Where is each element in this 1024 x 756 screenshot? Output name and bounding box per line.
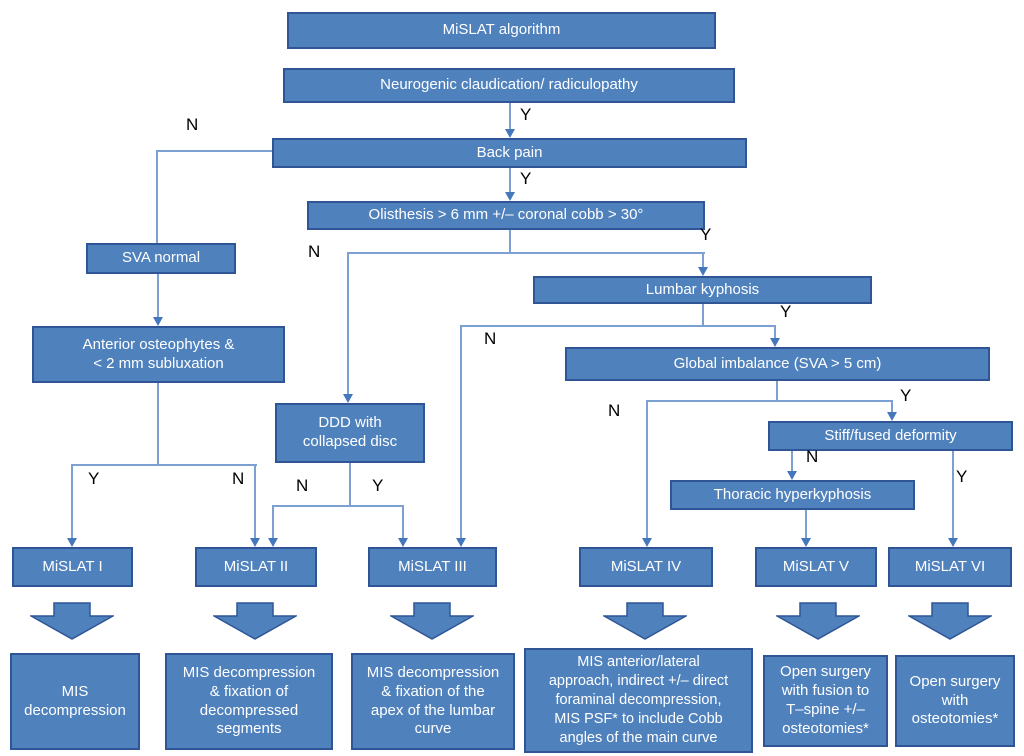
connector-anterior-split-v: [157, 383, 159, 465]
connector-thoracic-mislat5: [805, 510, 807, 540]
node-lumbar-kyphosis: Lumbar kyphosis: [533, 276, 872, 304]
connector-stiff-yes-v: [952, 451, 954, 540]
arrowhead-thoracic: [787, 471, 797, 480]
connector-anterior-yes-v: [71, 464, 73, 540]
arrowhead-mislat1: [67, 538, 77, 547]
connector-olisthesis-split-v: [509, 230, 511, 254]
node-mislat-3: MiSLAT III: [368, 547, 497, 587]
block-arrow-down-5: [776, 602, 860, 640]
edge-label-stiff-yes-right: Y: [956, 467, 968, 486]
block-arrow-down-2: [213, 602, 297, 640]
edge-label-ddd-yes: Y: [372, 476, 384, 495]
edge-label-backpain-yes: Y: [520, 105, 532, 124]
connector-lumbar-split-h: [460, 325, 776, 327]
connector-global-split-v: [776, 381, 778, 401]
node-anterior-osteophytes: Anterior osteophytes & < 2 mm subluxatio…: [32, 326, 285, 383]
connector-ddd-yes-v: [402, 505, 404, 540]
connector-anterior-split-h: [71, 464, 257, 466]
edge-label-olisthesis-yes: Y: [520, 169, 532, 188]
arrowhead-anterior: [153, 317, 163, 326]
connector-anterior-no-v: [254, 464, 256, 540]
block-arrow-down-4: [603, 602, 687, 640]
edge-label-stiff-yes: Y: [900, 386, 912, 405]
node-thoracic-hyperkyphosis: Thoracic hyperkyphosis: [670, 480, 915, 510]
connector-olisthesis-no-v: [347, 252, 349, 395]
arrowhead-stiff: [887, 412, 897, 421]
connector-backpain-no-h: [156, 150, 272, 152]
edge-label-lumbar-yes: Y: [700, 225, 712, 244]
connector-stiff-no-v: [791, 451, 793, 472]
edge-label-anterior-no: N: [232, 469, 245, 488]
edge-label-backpain-no: N: [186, 115, 199, 134]
connector-backpain-olisthesis: [509, 168, 511, 194]
connector-ddd-no-v: [272, 505, 274, 540]
connector-olisthesis-split-h: [347, 252, 705, 254]
connector-neurogenic-backpain: [509, 103, 511, 131]
edge-label-stiff-no: N: [806, 447, 819, 466]
node-back-pain: Back pain: [272, 138, 747, 168]
block-arrow-down-3: [390, 602, 474, 640]
edge-label-anterior-yes: Y: [88, 469, 100, 488]
node-mislat-algorithm: MiSLAT algorithm: [287, 12, 716, 49]
connector-lumbar-split-v: [702, 304, 704, 326]
node-mislat-2: MiSLAT II: [195, 547, 317, 587]
arrowhead-olisthesis: [505, 192, 515, 201]
node-outcome-5: Open surgery with fusion to T–spine +/– …: [763, 655, 888, 747]
node-mislat-6: MiSLAT VI: [888, 547, 1012, 587]
arrowhead-global: [770, 338, 780, 347]
node-mislat-5: MiSLAT V: [755, 547, 877, 587]
block-arrow-down-6: [908, 602, 992, 640]
node-mislat-1: MiSLAT I: [12, 547, 133, 587]
edge-label-lumbar-no: N: [484, 329, 497, 348]
connector-ddd-split-v: [349, 463, 351, 507]
node-stiff-fused-deformity: Stiff/fused deformity: [768, 421, 1013, 451]
arrowhead-ddd: [343, 394, 353, 403]
connector-global-split-h: [646, 400, 893, 402]
connector-ddd-split-h: [272, 505, 403, 507]
node-olisthesis: Olisthesis > 6 mm +/– coronal cobb > 30°: [307, 201, 705, 230]
arrowhead-mislat2-left: [250, 538, 260, 547]
node-outcome-6: Open surgery with osteotomies*: [895, 655, 1015, 747]
edge-label-global-no: N: [608, 401, 621, 420]
arrowhead-lumbar: [698, 267, 708, 276]
edge-label-global-yes: Y: [780, 302, 792, 321]
node-sva-normal: SVA normal: [86, 243, 236, 274]
connector-lumbar-yes-v: [774, 325, 776, 340]
connector-global-yes-v: [891, 400, 893, 414]
node-global-imbalance: Global imbalance (SVA > 5 cm): [565, 347, 990, 381]
arrowhead-mislat6: [948, 538, 958, 547]
arrowhead-mislat5: [801, 538, 811, 547]
connector-sva-anterior: [157, 274, 159, 319]
node-outcome-1: MIS decompression: [10, 653, 140, 750]
node-ddd-collapsed-disc: DDD with collapsed disc: [275, 403, 425, 463]
node-mislat-4: MiSLAT IV: [579, 547, 713, 587]
connector-backpain-no-v: [156, 150, 158, 243]
arrowhead-backpain: [505, 129, 515, 138]
arrowhead-mislat3-left: [398, 538, 408, 547]
node-outcome-3: MIS decompression & fixation of the apex…: [351, 653, 515, 750]
node-neurogenic-claudication: Neurogenic claudication/ radiculopathy: [283, 68, 735, 103]
node-outcome-2: MIS decompression & fixation of decompre…: [165, 653, 333, 750]
connector-lumbar-no-v: [460, 325, 462, 540]
arrowhead-mislat2-right: [268, 538, 278, 547]
block-arrow-down-1: [30, 602, 114, 640]
connector-global-no-v: [646, 400, 648, 540]
arrowhead-mislat4: [642, 538, 652, 547]
edge-label-olisthesis-no: N: [308, 242, 321, 261]
node-outcome-4: MIS anterior/lateral approach, indirect …: [524, 648, 753, 753]
connector-olisthesis-yes-v: [702, 252, 704, 269]
arrowhead-mislat3-right: [456, 538, 466, 547]
edge-label-ddd-no: N: [296, 476, 309, 495]
